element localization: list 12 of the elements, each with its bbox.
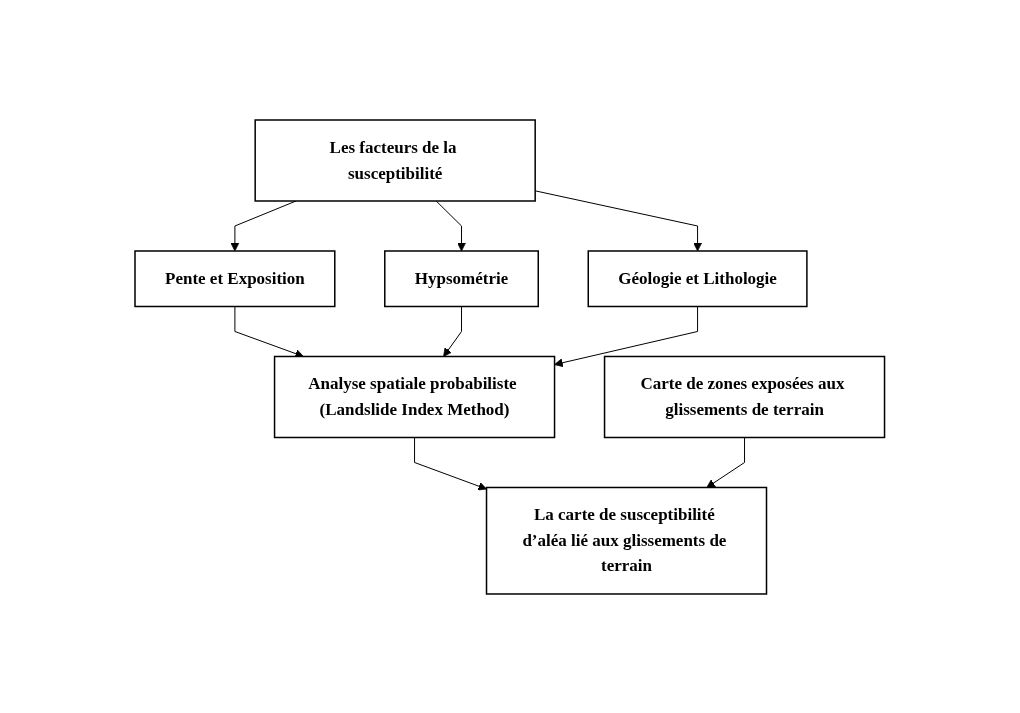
arrow — [554, 305, 699, 367]
arrow — [706, 436, 746, 488]
arrow — [443, 305, 463, 357]
arrow — [435, 200, 467, 251]
arrow — [230, 200, 297, 251]
node-box: Géologie et Lithologie — [587, 249, 808, 307]
node-box: Analyse spatiale probabiliste (Landslide Index Method) — [274, 355, 556, 438]
node-box: Hypsométrie — [384, 249, 540, 307]
node-box: Pente et Exposition — [134, 249, 336, 307]
node-box: Les facteurs de la susceptibilité — [254, 118, 537, 202]
node-box: Carte de zones exposées aux glissements de terrain — [604, 355, 886, 438]
node-box: La carte de susceptibilité d’aléa lié aux glissements de terrain — [486, 486, 768, 595]
